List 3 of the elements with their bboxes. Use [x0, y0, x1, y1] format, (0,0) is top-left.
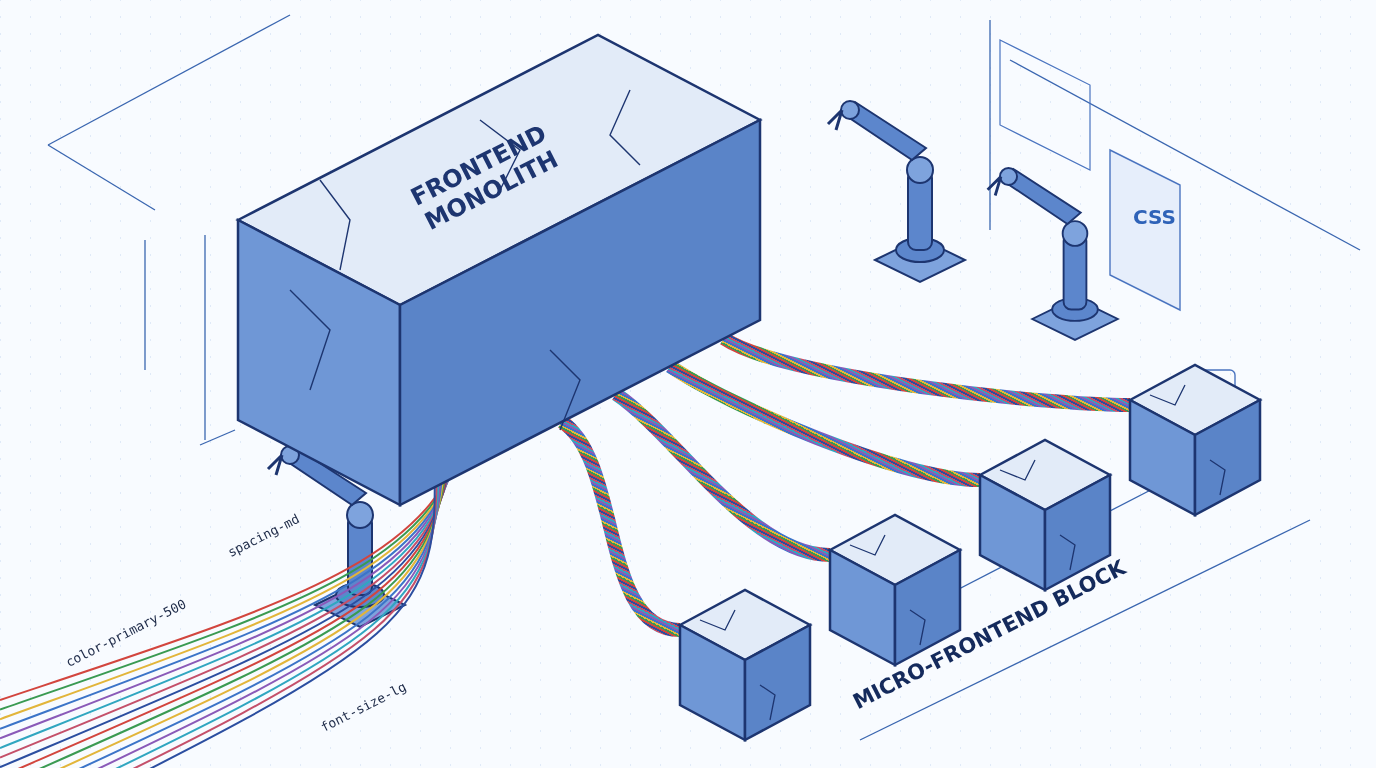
- panel-label: CSS: [1133, 205, 1176, 229]
- cube-block: [680, 590, 810, 740]
- cube-block: [1130, 365, 1260, 515]
